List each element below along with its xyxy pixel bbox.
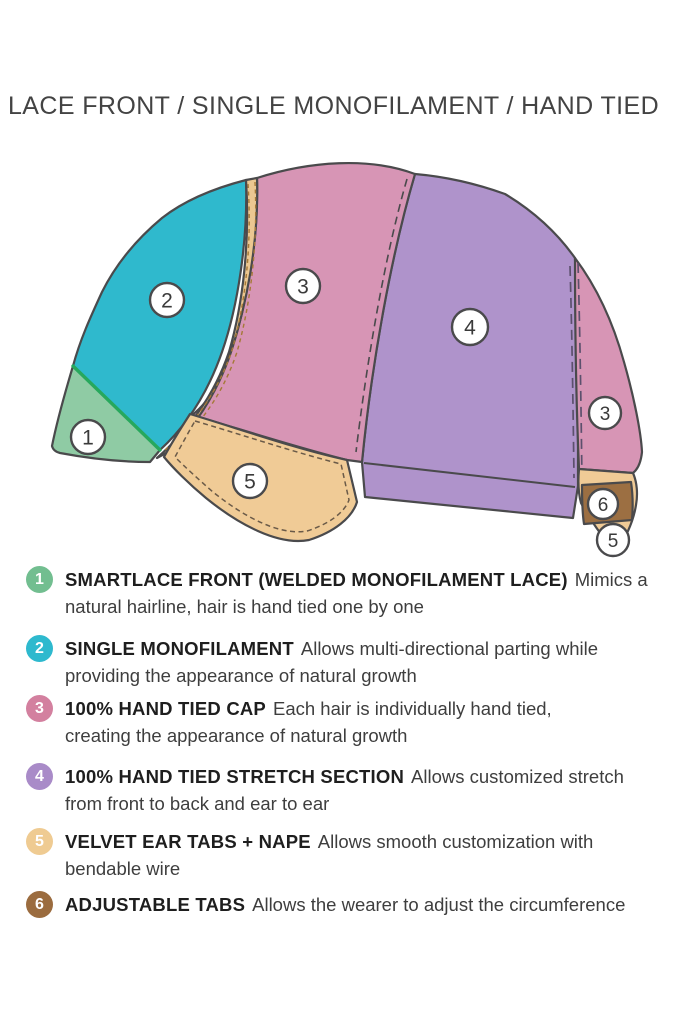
crown-seam-stitch [355, 178, 408, 453]
legend-term-6: ADJUSTABLE TABS [65, 894, 246, 915]
legend-desc-4-line1: Allows customized stretch [411, 766, 624, 787]
legend-desc-5-line1: Allows smooth customization with [317, 831, 594, 852]
legend-desc-1-line2: natural hairline, hair is hand tied one … [65, 595, 424, 617]
legend-bullet-3-num: 3 [35, 699, 44, 717]
legend-desc-1-line1: Mimics a [574, 569, 648, 590]
legend-bullet-1-num: 1 [35, 570, 44, 588]
legend-term-3: 100% HAND TIED CAP [65, 698, 266, 719]
marker-5-nape-circle [231, 462, 269, 500]
legend-item-1: 1 SMARTLACE FRONT (WELDED MONOFILAMENT L… [26, 566, 666, 620]
marker-1-label: 1 [82, 427, 94, 450]
marker-5-right-label: 5 [608, 531, 619, 552]
legend-text-3: 100% HAND TIED CAP Each hair is individua… [65, 696, 552, 749]
marker-2-label: 2 [161, 290, 173, 313]
legend-bullet-5-num: 5 [35, 832, 44, 850]
legend-text-6: ADJUSTABLE TABS Allows the wearer to adju… [65, 892, 625, 919]
legend-text-1: SMARTLACE FRONT (WELDED MONOFILAMENT LAC… [65, 567, 648, 620]
legend-bullet-1: 1 [26, 566, 53, 593]
legend-term-5: VELVET EAR TABS + NAPE [65, 831, 311, 852]
smartlace-green-seam-line [71, 364, 162, 452]
legend-desc-2-line1: Allows multi-directional parting while [300, 638, 599, 659]
wig-cap-diagram: 1 2 3 4 3 5 6 5 [50, 161, 644, 558]
marker-5-nape: 5 [231, 462, 269, 500]
marker-5-right: 5 [595, 522, 631, 558]
marker-4: 4 [450, 307, 490, 347]
marker-5-nape-label: 5 [244, 471, 256, 494]
legend-bullet-6: 6 [26, 891, 53, 918]
marker-6-circle [586, 487, 620, 521]
legend-desc-4-line2: from front to back and ear to ear [65, 792, 330, 814]
marker-1-circle [69, 418, 107, 456]
marker-5-right-circle [595, 522, 631, 558]
legend-text-2: SINGLE MONOFILAMENT Allows multi-directio… [65, 636, 598, 689]
legend-bullet-2-num: 2 [35, 639, 44, 657]
marker-3-back-circle [587, 395, 623, 431]
marker-4-label: 4 [464, 317, 476, 340]
marker-6-label: 6 [598, 495, 609, 516]
legend-bullet-4: 4 [26, 763, 53, 790]
legend-desc-3-line1: Each hair is individually hand tied, [272, 698, 552, 719]
marker-3-crown: 3 [284, 267, 322, 305]
legend-term-4: 100% HAND TIED STRETCH SECTION [65, 766, 405, 787]
marker-6: 6 [586, 487, 620, 521]
legend-item-3: 3 100% HAND TIED CAP Each hair is individ… [26, 695, 666, 749]
marker-3-back: 3 [587, 395, 623, 431]
legend-term-2: SINGLE MONOFILAMENT [65, 638, 294, 659]
marker-3-label: 3 [297, 276, 309, 299]
marker-3-back-label: 3 [600, 404, 611, 425]
legend-bullet-6-num: 6 [35, 895, 44, 913]
legend-text-4: 100% HAND TIED STRETCH SECTION Allows cus… [65, 764, 624, 817]
legend-item-5: 5 VELVET EAR TABS + NAPE Allows smooth cu… [26, 828, 666, 882]
section-3-hand-tied-back [573, 256, 644, 475]
legend-item-4: 4 100% HAND TIED STRETCH SECTION Allows c… [26, 763, 666, 817]
legend-bullet-5: 5 [26, 828, 53, 855]
legend-desc-6-line1: Allows the wearer to adjust the circumfe… [252, 894, 626, 915]
legend-bullet-4-num: 4 [35, 767, 44, 785]
legend-term-1: SMARTLACE FRONT (WELDED MONOFILAMENT LAC… [65, 569, 568, 590]
legend-desc-2-line2: providing the appearance of natural grow… [65, 664, 417, 686]
legend-desc-3-line2: creating the appearance of natural growt… [65, 724, 408, 746]
marker-1: 1 [69, 418, 107, 456]
legend-item-6: 6 ADJUSTABLE TABS Allows the wearer to ad… [26, 891, 666, 919]
marker-4-circle [450, 307, 490, 347]
marker-2-circle [148, 281, 186, 319]
legend-bullet-2: 2 [26, 635, 53, 662]
legend-bullet-3: 3 [26, 695, 53, 722]
stretch-seam-stitch-left [569, 265, 575, 479]
legend-text-5: VELVET EAR TABS + NAPE Allows smooth cust… [65, 829, 593, 882]
page-title: LACE FRONT / SINGLE MONOFILAMENT / HAND … [8, 92, 660, 120]
legend-desc-5-line2: bendable wire [65, 857, 181, 879]
marker-2: 2 [148, 281, 186, 319]
legend-item-2: 2 SINGLE MONOFILAMENT Allows multi-direct… [26, 635, 666, 689]
purple-band-seam-line [363, 462, 576, 488]
nape-flap-stitch [174, 420, 350, 533]
marker-3-circle [284, 267, 322, 305]
